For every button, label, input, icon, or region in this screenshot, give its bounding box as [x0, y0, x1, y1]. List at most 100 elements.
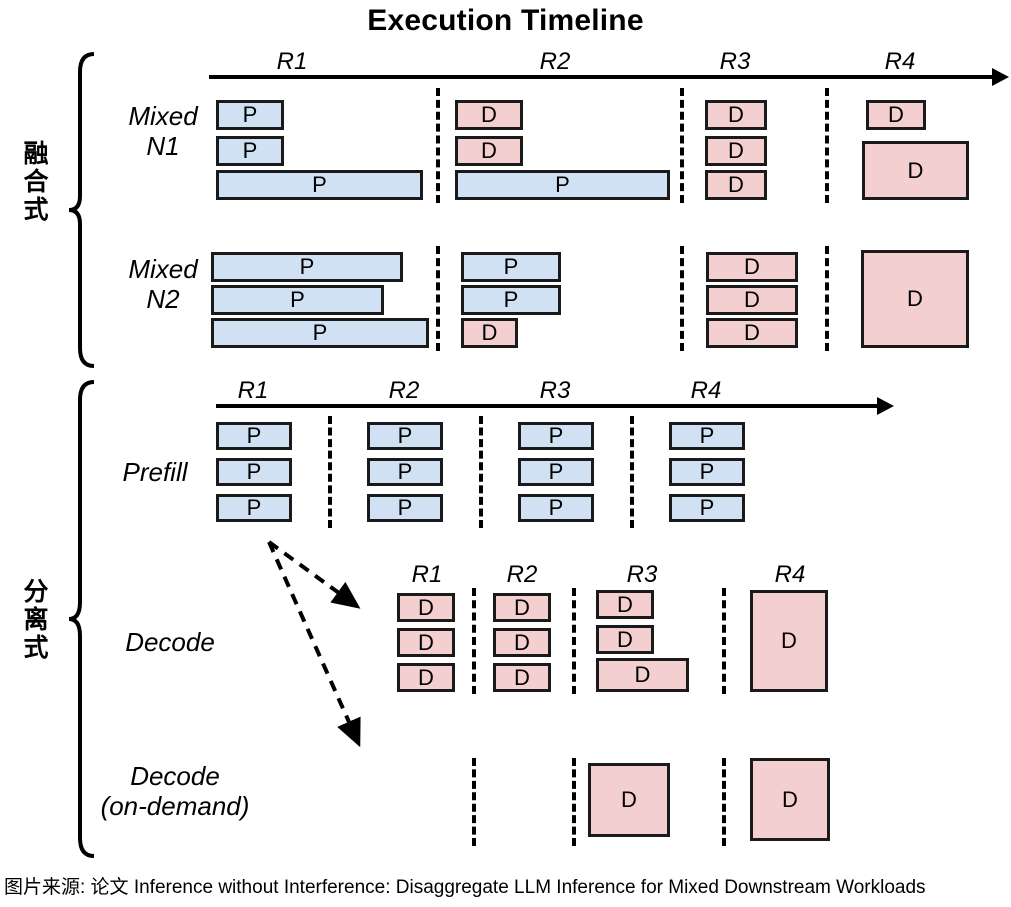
axis-tick-prefill-r4: R4: [690, 377, 722, 404]
prefill-block: P: [216, 458, 292, 486]
group-label-fused-text: 融 合 式: [23, 140, 49, 224]
round-separator: [328, 416, 332, 528]
decode-block: D: [596, 590, 654, 619]
round-separator: [680, 246, 684, 351]
prefill-block: P: [216, 136, 284, 166]
round-separator: [572, 758, 576, 846]
round-separator: [680, 88, 684, 203]
brace-disaggregated: [68, 380, 95, 858]
block-label: D: [634, 662, 651, 687]
axis-line-mixed: [209, 75, 995, 79]
axis-tick-mixed-r1: R1: [276, 48, 308, 75]
decode-block: D: [706, 285, 798, 315]
block-label: P: [699, 423, 715, 448]
block-label: D: [418, 594, 434, 620]
round-separator: [825, 246, 829, 351]
round-separator: [572, 588, 576, 694]
decode-block: D: [705, 100, 767, 130]
block-label: P: [242, 138, 258, 163]
axis-tick-decode-r2: R2: [506, 561, 538, 588]
block-label: D: [907, 286, 923, 311]
prefill-block: P: [461, 285, 561, 315]
decode-block: D: [397, 628, 455, 657]
block-label: D: [621, 787, 637, 812]
decode-block: D: [493, 593, 551, 622]
round-separator: [722, 588, 726, 694]
prefill-block: P: [211, 318, 429, 348]
axis-tick-mixed-r3: R3: [719, 48, 751, 75]
round-separator: [825, 88, 829, 203]
row-label-decode: Decode: [125, 627, 215, 657]
round-separator: [472, 758, 476, 846]
prefill-block: P: [455, 170, 670, 200]
block-label: D: [744, 254, 760, 279]
axis-tick-mixed-r4: R4: [884, 48, 916, 75]
block-label: P: [397, 495, 413, 520]
block-label: P: [503, 287, 519, 312]
group-label-disaggregated: 分 离 式: [8, 578, 64, 662]
prefill-block: P: [211, 285, 384, 315]
round-separator: [479, 416, 483, 528]
block-label: D: [481, 138, 497, 163]
block-label: D: [781, 628, 797, 653]
decode-block: D: [750, 590, 828, 692]
block-label: P: [555, 172, 570, 197]
decode-block: D: [455, 100, 523, 130]
round-separator: [436, 246, 440, 351]
decode-block: D: [588, 763, 670, 837]
page-title: Execution Timeline: [367, 4, 644, 37]
block-label: D: [418, 629, 434, 655]
decode-block: D: [596, 658, 689, 692]
prefill-block: P: [216, 170, 423, 200]
group-label-fused: 融 合 式: [8, 140, 64, 224]
block-label: D: [888, 102, 904, 127]
block-label: P: [312, 172, 327, 197]
round-separator: [630, 416, 634, 528]
decode-block: D: [397, 663, 455, 692]
prefill-block: P: [216, 422, 292, 450]
row-label-mixed-n2: Mixed N2: [128, 254, 198, 314]
block-label: D: [514, 629, 530, 655]
decode-block: D: [493, 628, 551, 657]
prefill-block: P: [518, 422, 594, 450]
prefill-block: P: [367, 494, 443, 522]
block-label: P: [548, 495, 564, 520]
axis-arrowhead-prefill: [877, 397, 894, 415]
decode-block: D: [455, 136, 523, 166]
block-label: P: [397, 459, 413, 484]
block-label: P: [299, 254, 315, 279]
round-separator: [436, 88, 440, 203]
block-label: P: [397, 423, 413, 448]
source-caption: 图片来源: 论文 Inference without Interference:…: [4, 877, 926, 898]
block-label: D: [617, 626, 633, 652]
decode-block: D: [493, 663, 551, 692]
brace-fused: [68, 52, 95, 368]
decode-block: D: [596, 625, 654, 654]
block-label: D: [744, 287, 760, 312]
block-label: D: [744, 320, 760, 345]
decode-block: D: [706, 318, 798, 348]
block-label: D: [514, 664, 530, 690]
prefill-block: P: [216, 100, 284, 130]
prefill-block: P: [461, 252, 561, 282]
axis-tick-decode-r3: R3: [626, 561, 658, 588]
block-label: P: [290, 287, 305, 312]
block-label: D: [907, 157, 924, 183]
decode-block: D: [706, 252, 798, 282]
block-label: P: [699, 459, 715, 484]
block-label: D: [617, 591, 633, 617]
row-label-decode-on-demand: Decode (on-demand): [100, 761, 250, 821]
decode-block: D: [750, 758, 830, 841]
block-label: P: [699, 495, 715, 520]
group-label-disaggregated-text: 分 离 式: [23, 578, 49, 662]
prefill-block: P: [518, 494, 594, 522]
arrow-to-decode-on-demand: [267, 541, 361, 748]
block-label: P: [246, 423, 262, 448]
axis-tick-mixed-r2: R2: [539, 48, 571, 75]
block-label: D: [514, 594, 530, 620]
decode-block: D: [862, 141, 969, 200]
block-label: P: [503, 254, 519, 279]
block-label: D: [728, 172, 744, 197]
block-label: P: [312, 320, 328, 345]
